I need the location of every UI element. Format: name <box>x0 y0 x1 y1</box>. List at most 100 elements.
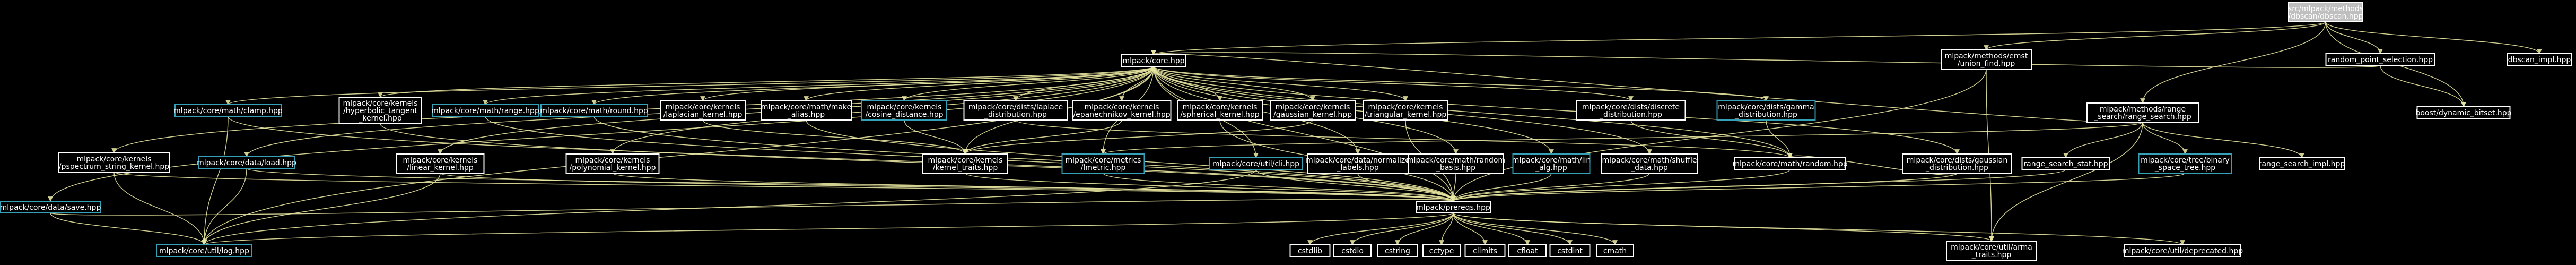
node-box <box>338 97 422 124</box>
node-label-line: /hyperbolic_tangent <box>343 107 417 115</box>
node-box <box>432 104 539 117</box>
node-label-line: mlpack/core/dists/gamma <box>1718 103 1814 112</box>
node-box <box>2325 53 2435 66</box>
edge-union_find-to-prereqs <box>1451 69 1987 202</box>
edge-linear-to-prereqs <box>440 173 1456 202</box>
edge-epanechnikov-to-kernel_traits <box>963 119 1122 155</box>
node-box <box>565 153 660 174</box>
node-box <box>2259 157 2345 170</box>
node-lmetric[interactable]: mlpack/core/metrics/lmetric.hpp <box>1061 153 1145 174</box>
edge-random_point-to-prereqs_top <box>1151 49 2381 68</box>
node-label-line: /triangular_kernel.hpp <box>1365 110 1447 119</box>
node-box <box>1596 244 1634 257</box>
edge-root-to-random_point <box>2325 21 2383 54</box>
node-cli[interactable]: mlpack/core/util/cli.hpp <box>1209 157 1303 170</box>
node-label-line: /polynomial_kernel.hpp <box>570 164 656 172</box>
node-box <box>1363 100 1448 121</box>
node-random-hpp: mlpack/core/math/random.hpp <box>1732 157 1848 170</box>
edge-random_basis-to-prereqs <box>1451 173 1456 202</box>
node-box <box>861 100 947 121</box>
node-range-hpp[interactable]: mlpack/core/math/range.hpp <box>431 104 539 117</box>
node-prereqs-top: mlpack/core.hpp <box>1121 54 1186 67</box>
node-label-line: /epanechnikov_kernel.hpp <box>1073 110 1170 119</box>
node-label-line: mlpack/core/math/make <box>761 103 851 112</box>
node-label-line: mlpack/core/dists/gaussian <box>1907 156 2007 165</box>
edge-cli-to-log <box>202 169 1256 245</box>
node-box <box>1941 49 2032 70</box>
node-label-line: mlpack/core/kernels <box>1276 103 1350 112</box>
node-label-line: mlpack/core/kernels <box>867 103 942 112</box>
node-gaussian-kernel: mlpack/core/kernels/gaussian_kernel.hpp <box>1270 100 1356 121</box>
edge-round-to-prereqs <box>593 116 1456 202</box>
node-label-line: /union_find.hpp <box>1958 59 2015 68</box>
node-box <box>1289 244 1331 257</box>
node-label-line: _distribution.hpp <box>984 110 1047 119</box>
node-label-line: cstdlib <box>1298 247 1322 255</box>
edge-prereqs_top-to-discrete <box>1153 66 1634 101</box>
node-round[interactable]: mlpack/core/math/round.hpp <box>540 104 648 117</box>
node-label-line: climits <box>1473 247 1497 255</box>
node-load[interactable]: mlpack/core/data/load.hpp <box>197 156 296 169</box>
node-label-line: random_point_selection.hpp <box>2328 56 2433 64</box>
node-box <box>2086 102 2199 123</box>
edge-range_search-to-range_stat <box>2063 122 2143 158</box>
node-box <box>2021 157 2110 170</box>
node-label-line: _basis.hpp <box>1436 164 1475 172</box>
node-polynomial: mlpack/core/kernels/polynomial_kernel.hp… <box>565 153 660 174</box>
node-box <box>1601 153 1698 174</box>
node-label-line: _alias.hpp <box>787 110 825 119</box>
node-log[interactable]: mlpack/core/util/log.hpp <box>156 244 252 257</box>
node-label-line: mlpack/core/util/log.hpp <box>159 247 249 255</box>
node-box <box>1576 100 1686 121</box>
node-label-line: /lmetric.hpp <box>1081 164 1126 172</box>
node-box <box>58 152 170 173</box>
edge-clamp-to-prereqs <box>228 116 1456 202</box>
edge-prereqs_top-to-random_hpp <box>1153 66 1793 158</box>
node-label-line: /pspectrum_string_kernel.hpp <box>59 163 169 171</box>
edge-prereqs_top-to-make_alias <box>804 66 1154 101</box>
node-box <box>2507 53 2572 66</box>
node-box <box>660 100 746 121</box>
node-range-impl: range_search_impl.hpp <box>2259 157 2345 170</box>
edge-save-to-log <box>50 212 207 245</box>
node-box <box>2288 2 2363 22</box>
node-save[interactable]: mlpack/core/data/save.hpp <box>0 201 101 213</box>
node-label-line: cstring <box>1385 247 1410 255</box>
node-box <box>0 201 101 213</box>
node-box <box>1946 241 2037 261</box>
node-gaussian-dist: mlpack/core/dists/gaussian_distribution.… <box>1902 153 2012 174</box>
node-root[interactable]: src/mlpack/methods/dbscan/dbscan.hpp <box>2288 2 2363 22</box>
node-box <box>1902 153 2012 174</box>
node-shuffle: mlpack/core/math/shuffle_data.hpp <box>1601 153 1698 174</box>
node-label-line: mlpack/core/metrics <box>1066 156 1141 165</box>
edge-gaussian_kernel-to-kernel_traits <box>963 119 1313 155</box>
node-range-stat: range_search_stat.hpp <box>2021 157 2110 170</box>
node-tree-binary[interactable]: mlpack/core/tree/binary_space_tree.hpp <box>2138 153 2232 174</box>
node-box <box>1209 157 1303 170</box>
node-label-line: mlpack/core/kernels <box>343 99 418 108</box>
node-label-line: mlpack/core/tree/binary <box>2141 156 2230 165</box>
node-label-line: mlpack/core/data/normalize <box>1306 156 1410 165</box>
node-lin-alg[interactable]: mlpack/core/math/lin_alg.hpp <box>1512 153 1591 174</box>
node-box <box>156 244 252 257</box>
node-box <box>1422 244 1461 257</box>
edge-prereqs_top-to-hyperbolic <box>378 66 1154 98</box>
node-cxx-cstdio: cstdio <box>1333 244 1372 257</box>
node-gamma[interactable]: mlpack/core/dists/gamma_distribution.hpp <box>1716 100 1816 121</box>
edge-prereqs-to-cxx_cstdio <box>1350 212 1454 245</box>
node-label-line: mlpack/core.hpp <box>1123 57 1185 65</box>
node-label-line: mlpack/core/math/range.hpp <box>431 107 539 115</box>
node-cosine[interactable]: mlpack/core/kernels/cosine_distance.hpp <box>861 100 947 121</box>
edge-save-to-prereqs <box>50 196 1455 216</box>
node-clamp[interactable]: mlpack/core/math/clamp.hpp <box>173 104 283 117</box>
node-label-line: mlpack/core/math/shuffle <box>1602 156 1697 165</box>
node-label-line: mlpack/core/kernels <box>1368 103 1443 112</box>
edge-kernel_traits-to-prereqs <box>965 173 1456 202</box>
node-label-line: /laplacian_kernel.hpp <box>663 110 743 119</box>
node-discrete: mlpack/core/dists/discrete_distribution.… <box>1576 100 1686 121</box>
node-pspectrum: mlpack/core/kernels/pspectrum_string_ker… <box>58 152 170 173</box>
node-cxx-cstring: cstring <box>1377 244 1418 257</box>
node-box <box>2416 106 2511 119</box>
node-box <box>1408 153 1504 174</box>
